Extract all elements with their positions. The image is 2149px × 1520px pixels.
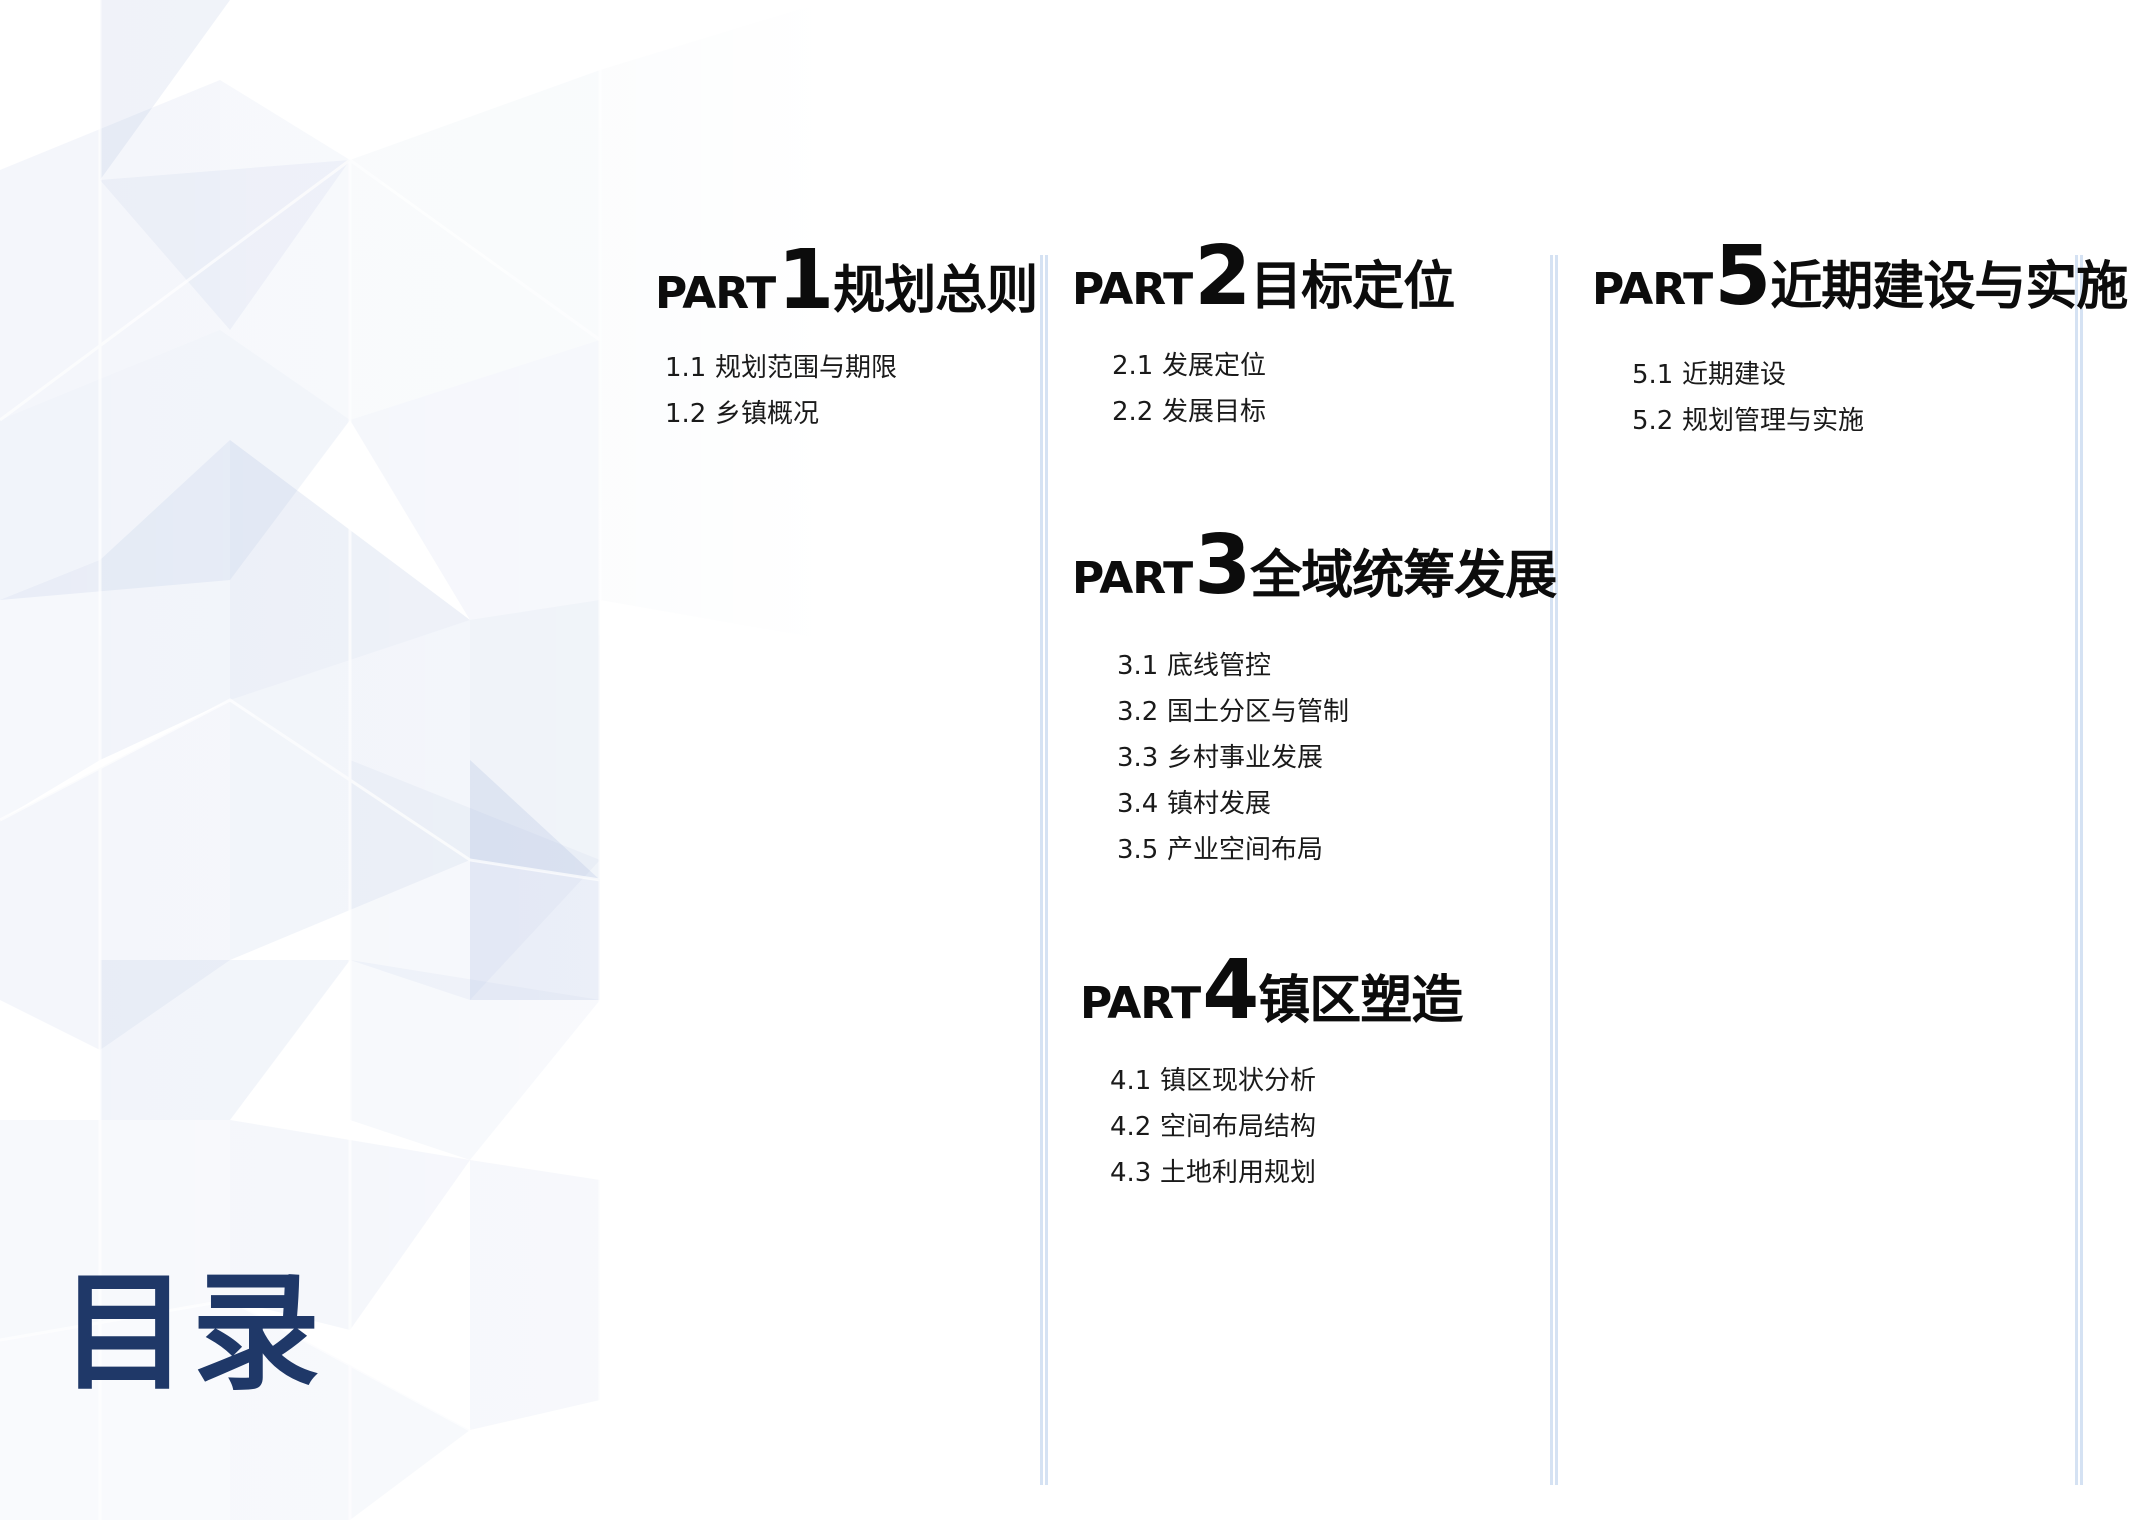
toc-item[interactable]: 1.2 乡镇概况 (665, 391, 897, 437)
toc-item[interactable]: 4.1 镇区现状分析 (1110, 1058, 1316, 1104)
item-label: 近期建设 (1682, 360, 1787, 390)
column-divider (1550, 255, 1558, 1485)
item-number: 5.2 (1632, 406, 1674, 436)
part-title: 镇区塑造 (1258, 971, 1463, 1031)
item-label: 乡村事业发展 (1167, 743, 1324, 773)
part-word: PART (1592, 264, 1713, 315)
item-label: 镇村发展 (1167, 789, 1272, 819)
toc-item[interactable]: 4.3 土地利用规划 (1110, 1150, 1316, 1196)
part-title: 规划总则 (833, 261, 1038, 321)
part-number: 3 (1194, 518, 1251, 613)
item-number: 5.1 (1632, 360, 1674, 390)
item-number: 3.5 (1117, 835, 1159, 865)
column-divider (2075, 255, 2083, 1485)
part-word: PART (1072, 553, 1193, 604)
part-5-items: 5.1 近期建设 5.2 规划管理与实施 (1632, 352, 1864, 444)
toc-item[interactable]: 2.2 发展目标 (1112, 389, 1266, 435)
part-1-items: 1.1 规划范围与期限 1.2 乡镇概况 (665, 345, 897, 437)
item-label: 发展定位 (1162, 351, 1267, 381)
item-label: 产业空间布局 (1167, 835, 1324, 865)
item-label: 空间布局结构 (1160, 1112, 1317, 1142)
toc-item[interactable]: 3.3 乡村事业发展 (1117, 735, 1349, 781)
part-title: 全域统筹发展 (1250, 546, 1557, 606)
toc-item[interactable]: 3.4 镇村发展 (1117, 781, 1349, 827)
toc-item[interactable]: 3.5 产业空间布局 (1117, 827, 1349, 873)
toc-item[interactable]: 4.2 空间布局结构 (1110, 1104, 1316, 1150)
part-3-heading[interactable]: PART3全域统筹发展 (1072, 525, 1557, 607)
item-label: 乡镇概况 (715, 399, 820, 429)
toc-item[interactable]: 5.2 规划管理与实施 (1632, 398, 1864, 444)
item-label: 底线管控 (1167, 651, 1272, 681)
item-number: 1.1 (665, 353, 707, 383)
item-number: 4.3 (1110, 1158, 1152, 1188)
toc-item[interactable]: 3.2 国土分区与管制 (1117, 689, 1349, 735)
part-word: PART (1072, 264, 1193, 315)
part-number: 5 (1714, 229, 1771, 324)
geometric-background (0, 0, 830, 1520)
part-number: 1 (777, 233, 834, 328)
column-divider (1040, 255, 1048, 1485)
item-number: 3.4 (1117, 789, 1159, 819)
part-5-heading[interactable]: PART5近期建设与实施 (1592, 236, 2128, 318)
part-title: 目标定位 (1250, 257, 1455, 317)
item-number: 2.1 (1112, 351, 1154, 381)
part-2-heading[interactable]: PART2目标定位 (1072, 236, 1455, 318)
item-number: 4.1 (1110, 1066, 1152, 1096)
page-title: 目录 (60, 1259, 325, 1408)
item-number: 4.2 (1110, 1112, 1152, 1142)
toc-item[interactable]: 3.1 底线管控 (1117, 643, 1349, 689)
part-1-heading[interactable]: PART1规划总则 (655, 240, 1038, 322)
part-title: 近期建设与实施 (1770, 257, 2128, 317)
part-number: 4 (1202, 943, 1259, 1038)
part-4-items: 4.1 镇区现状分析 4.2 空间布局结构 4.3 土地利用规划 (1110, 1058, 1316, 1196)
toc-item[interactable]: 1.1 规划范围与期限 (665, 345, 897, 391)
toc-item[interactable]: 2.1 发展定位 (1112, 343, 1266, 389)
part-3-items: 3.1 底线管控 3.2 国土分区与管制 3.3 乡村事业发展 3.4 镇村发展 3.5… (1117, 643, 1349, 873)
item-number: 1.2 (665, 399, 707, 429)
toc-item[interactable]: 5.1 近期建设 (1632, 352, 1864, 398)
item-number: 3.1 (1117, 651, 1159, 681)
part-2-items: 2.1 发展定位 2.2 发展目标 (1112, 343, 1266, 435)
item-number: 3.3 (1117, 743, 1159, 773)
part-word: PART (655, 268, 776, 319)
part-4-heading[interactable]: PART4镇区塑造 (1080, 950, 1463, 1032)
item-label: 土地利用规划 (1160, 1158, 1317, 1188)
item-number: 2.2 (1112, 397, 1154, 427)
item-label: 国土分区与管制 (1167, 697, 1350, 727)
item-label: 镇区现状分析 (1160, 1066, 1317, 1096)
item-label: 发展目标 (1162, 397, 1267, 427)
part-word: PART (1080, 978, 1201, 1029)
part-number: 2 (1194, 229, 1251, 324)
item-number: 3.2 (1117, 697, 1159, 727)
item-label: 规划管理与实施 (1682, 406, 1865, 436)
item-label: 规划范围与期限 (715, 353, 898, 383)
